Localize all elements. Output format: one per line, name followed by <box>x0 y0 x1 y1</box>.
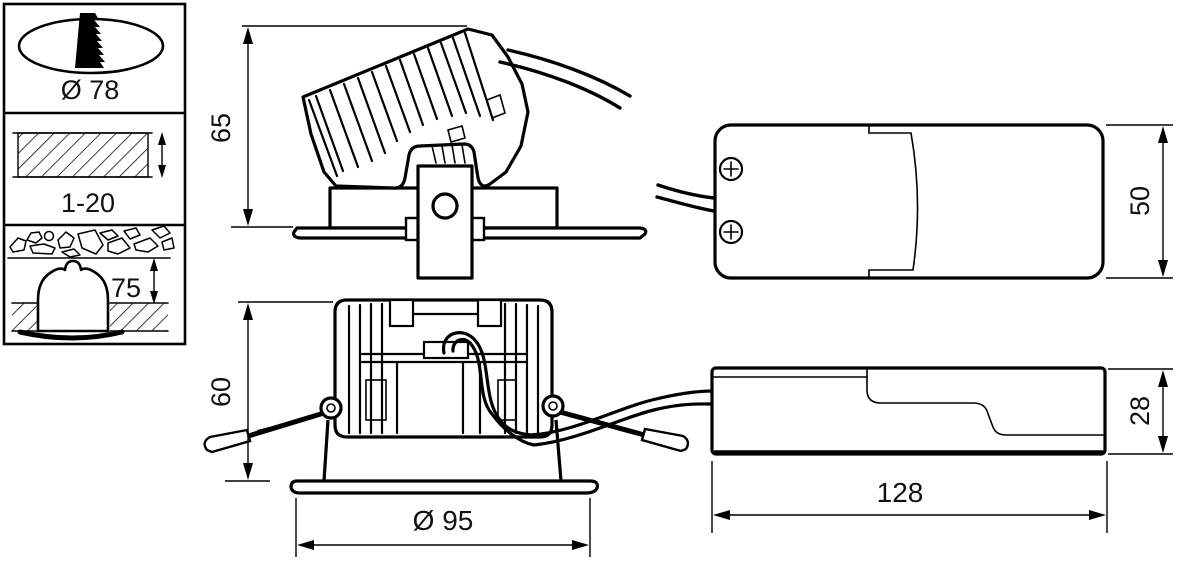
rubble-icon <box>9 225 175 258</box>
retention-spring-left <box>203 396 343 454</box>
arrowhead-up-icon <box>243 27 253 44</box>
tilted-spot-view: 65 <box>206 25 648 280</box>
arrowhead-down-icon <box>243 209 253 226</box>
screw-icon <box>718 219 744 245</box>
ceiling-hatch-left <box>12 303 38 331</box>
recessed-housing-icon <box>11 259 169 341</box>
cutout-cell: Ø 78 <box>17 13 165 105</box>
arrowhead-right-icon <box>1089 510 1106 520</box>
hole-saw-icon <box>75 13 105 68</box>
screw-icon <box>718 156 744 182</box>
tilted-height-label: 65 <box>206 113 236 143</box>
wire-loop <box>442 331 715 447</box>
arrowhead-down-icon <box>158 165 166 178</box>
ceiling-thickness-cell: 1-20 <box>12 132 166 218</box>
spring-eyelet-center <box>548 401 558 411</box>
trim-cone-side <box>322 419 330 482</box>
arrowhead-up-icon <box>1158 126 1168 143</box>
driver-width-label: 50 <box>1125 186 1155 216</box>
retention-spring-right <box>541 394 690 453</box>
ceiling-thickness-label: 1-20 <box>61 188 115 218</box>
arrowhead-up-icon <box>150 258 158 271</box>
recess-depth-label: 75 <box>111 273 141 303</box>
arrowhead-up-icon <box>158 132 166 145</box>
driver-top-view: 50 <box>655 123 1173 280</box>
trim-ring-arc <box>17 329 125 341</box>
arrowhead-down-icon <box>1158 260 1168 277</box>
dim-28: 28 <box>1108 368 1173 455</box>
housing <box>333 298 554 439</box>
dim-128: 128 <box>711 461 1108 533</box>
spring-tip <box>203 428 252 454</box>
dim-95: Ø 95 <box>295 498 591 557</box>
arrowhead-down-icon <box>243 463 253 480</box>
heatsink-fins <box>307 31 506 178</box>
trim-flange <box>289 479 599 495</box>
dim-65: 65 <box>206 25 467 228</box>
arrowhead-down-icon <box>150 291 158 304</box>
ceiling-hatch-right <box>110 303 168 331</box>
driver-box <box>713 123 1105 280</box>
arrowhead-up-icon <box>243 303 253 320</box>
front-height-label: 60 <box>206 377 236 407</box>
arrowhead-right-icon <box>572 540 589 550</box>
driver-height-label: 28 <box>1125 396 1155 426</box>
spring-fork <box>256 422 288 433</box>
mains-cable <box>498 48 632 110</box>
recess-depth-cell: 75 <box>7 225 175 341</box>
driver-side-view: 28 128 <box>710 366 1173 533</box>
driver-length-label: 128 <box>877 477 924 508</box>
spring-tip <box>640 427 690 453</box>
driver-cable <box>655 183 716 213</box>
trim-diameter-label: Ø 95 <box>413 505 474 536</box>
legend-panel: Ø 78 1-20 <box>2 2 187 346</box>
driver-cover-step <box>866 369 1104 436</box>
arrowhead-left-icon <box>713 510 730 520</box>
driver-box-side <box>710 366 1107 456</box>
front-spot-view: 60 Ø 95 <box>203 298 715 557</box>
spring-eyelet-center <box>326 403 336 413</box>
tilt-bracket <box>416 164 474 280</box>
ceiling-cross-section-icon <box>17 132 149 178</box>
spring-eyelet <box>319 396 343 420</box>
driver-cover-split <box>868 125 919 278</box>
housing-dome <box>36 259 110 333</box>
housing-ribs <box>347 298 540 435</box>
arrowhead-down-icon <box>1158 436 1168 453</box>
cutout-diameter-label: Ø 78 <box>61 75 120 105</box>
spring-arm <box>557 409 651 439</box>
dim-50: 50 <box>1106 124 1173 279</box>
tilt-pivot-hole <box>431 192 459 220</box>
dim-60: 60 <box>206 301 333 482</box>
heatsink <box>301 27 530 190</box>
arrowhead-left-icon <box>297 540 314 550</box>
spring-eyelet <box>541 394 565 418</box>
arrowhead-up-icon <box>1158 370 1168 387</box>
